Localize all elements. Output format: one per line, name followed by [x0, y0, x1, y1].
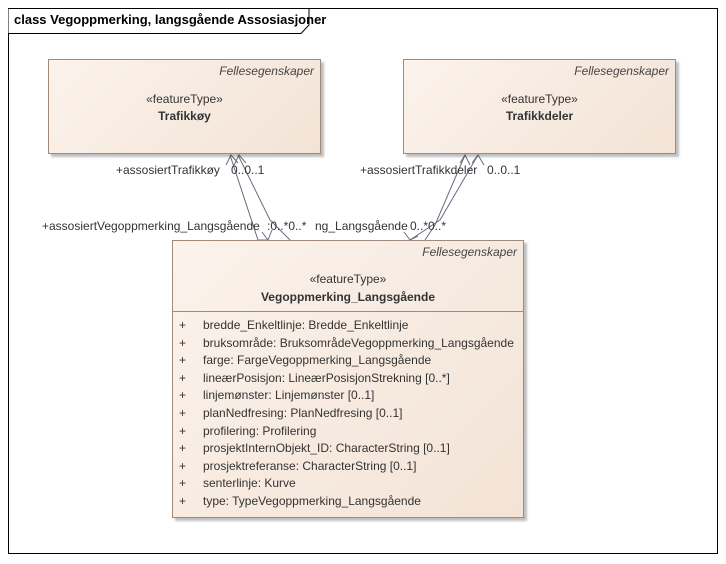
- attribute-row[interactable]: + planNedfresing: PlanNedfresing [0..1]: [173, 406, 523, 424]
- class-trafikkdeler[interactable]: Fellesegenskaper «featureType» Trafikkde…: [403, 59, 676, 154]
- package-label: Fellesegenskaper: [422, 245, 517, 259]
- visibility-marker: +: [179, 335, 187, 350]
- role-label-vegoppmerking-partial: ng_Langsgående: [315, 219, 408, 233]
- visibility-marker: +: [179, 493, 187, 508]
- attribute-text: bruksområde: BruksområdeVegoppmerking_La…: [203, 335, 514, 350]
- attribute-text: linjemønster: Linjemønster [0..1]: [203, 388, 375, 403]
- multiplicity-trafikkdeler: 0..0..1: [487, 163, 521, 177]
- attribute-text: farge: FargeVegoppmerking_Langsgående: [203, 353, 432, 368]
- role-label-assosiert-trafikkdeler: +assosiertTrafikkdeler: [360, 163, 478, 177]
- association-line-trafikkdeler-2: [409, 154, 479, 241]
- attribute-text: prosjektInternObjekt_ID: CharacterString…: [203, 441, 450, 456]
- role-label-assosiert-trafikkoy: +assosiertTrafikkøy: [116, 163, 220, 177]
- visibility-marker: +: [179, 318, 187, 332]
- arrowhead-trafikkdeler-1: [459, 153, 471, 166]
- package-label: Fellesegenskaper: [219, 64, 314, 78]
- stereotype-label: «featureType»: [146, 92, 223, 106]
- visibility-marker: +: [179, 405, 187, 420]
- attribute-row[interactable]: + lineærPosisjon: LineærPosisjonStrekning…: [173, 371, 523, 389]
- attribute-row[interactable]: + bruksområde: BruksområdeVegoppmerking_L…: [173, 336, 523, 354]
- attribute-row[interactable]: + profilering: Profilering: [173, 424, 523, 442]
- arrowhead-trafikkdeler-2: [471, 154, 485, 166]
- multiplicity-vegoppmerking-right: 0..*0..*: [410, 219, 447, 233]
- diagram-title: class Vegoppmerking, langsgående Assosia…: [14, 12, 327, 27]
- arrowhead-trafikkoy-1: [225, 154, 239, 166]
- package-label: Fellesegenskaper: [574, 64, 669, 78]
- association-line-trafikkoy-2: [237, 154, 291, 241]
- attribute-row[interactable]: + prosjektInternObjekt_ID: CharacterStrin…: [173, 441, 523, 459]
- visibility-marker: +: [179, 388, 187, 403]
- attribute-row[interactable]: + farge: FargeVegoppmerking_Langsgående: [173, 353, 523, 371]
- visibility-marker: +: [179, 441, 187, 456]
- visibility-marker: +: [179, 476, 187, 491]
- attribute-text: senterlinje: Kurve: [203, 476, 296, 491]
- attribute-text: prosjektreferanse: CharacterString [0..1…: [203, 458, 417, 473]
- attribute-text: planNedfresing: PlanNedfresing [0..1]: [203, 405, 403, 420]
- visibility-marker: +: [179, 370, 187, 385]
- attribute-row[interactable]: + linjemønster: Linjemønster [0..1]: [173, 388, 523, 406]
- class-name: Vegoppmerking_Langsgående: [260, 290, 436, 304]
- diagram-frame: [8, 8, 718, 554]
- association-line-trafikkdeler-1: [424, 154, 466, 241]
- diagram-frame-tab: [8, 8, 310, 34]
- attribute-text: lineærPosisjon: LineærPosisjonStrekning …: [203, 370, 450, 385]
- multiplicity-trafikkoy: 0..0..1: [231, 163, 265, 177]
- visibility-marker: +: [179, 423, 187, 438]
- attribute-row[interactable]: + bredde_Enkeltlinje: Bredde_Enkeltlinje: [173, 318, 523, 336]
- visibility-marker: +: [179, 458, 187, 473]
- class-trafikkoy[interactable]: Fellesegenskaper «featureType» Trafikkøy: [48, 59, 321, 154]
- attribute-list: +bredde_Enkeltlinje: Bredde_Enkeltlinje …: [173, 318, 523, 512]
- attribute-divider: [173, 311, 523, 312]
- attribute-row[interactable]: + prosjektreferanse: CharacterString [0..…: [173, 459, 523, 477]
- role-label-assosiert-vegoppmerking: +assosiertVegoppmerking_Langsgående: [42, 219, 260, 233]
- class-name: Trafikkøy: [158, 109, 211, 123]
- visibility-marker: +: [179, 353, 187, 368]
- attribute-row[interactable]: + type: TypeVegoppmerking_Langsgående: [173, 494, 523, 512]
- class-name: Trafikkdeler: [505, 109, 574, 123]
- stereotype-label: «featureType»: [309, 272, 387, 286]
- arrowhead-trafikkoy-2: [233, 154, 247, 166]
- stereotype-label: «featureType»: [501, 92, 578, 106]
- multiplicity-vegoppmerking-left: :0..*0..*: [267, 219, 307, 233]
- attribute-text: profilering: Profilering: [203, 423, 317, 438]
- attribute-text: type: TypeVegoppmerking_Langsgående: [203, 493, 421, 508]
- class-vegoppmerking-langsgaende[interactable]: Fellesegenskaper «featureType» Vegoppmer…: [172, 240, 524, 518]
- attribute-text: bredde_Enkeltlinje: Bredde_Enkeltlinje: [203, 318, 409, 332]
- attribute-row[interactable]: + senterlinje: Kurve: [173, 476, 523, 494]
